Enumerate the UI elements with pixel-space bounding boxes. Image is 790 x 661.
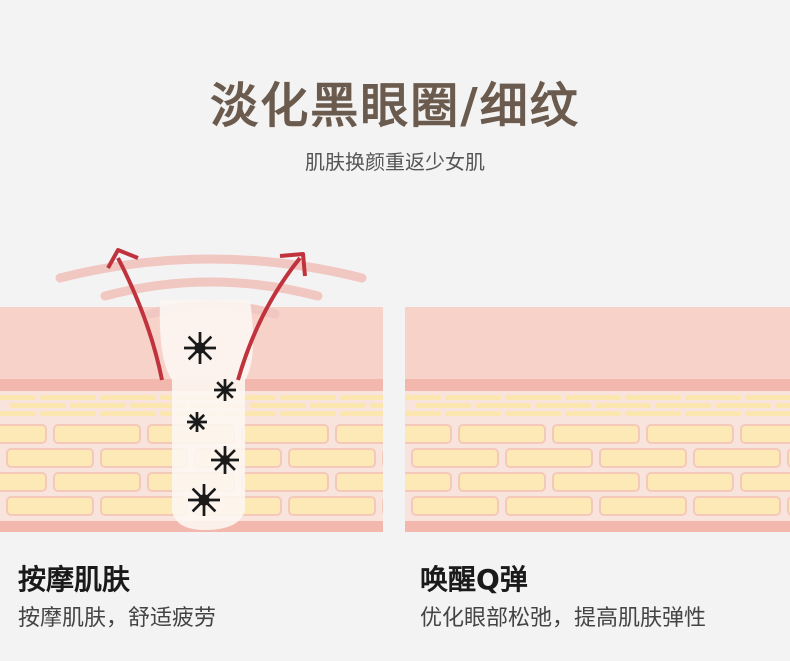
fat-cell bbox=[599, 496, 687, 516]
fat-cell bbox=[53, 472, 141, 492]
fat-cell bbox=[194, 496, 282, 516]
caption-massage-desc: 按摩肌肤，舒适疲劳 bbox=[18, 606, 217, 631]
fat-cell bbox=[693, 496, 781, 516]
fat-cell bbox=[693, 448, 781, 468]
caption-massage-title: 按摩肌肤 bbox=[18, 563, 131, 596]
fat-cell bbox=[411, 448, 499, 468]
fat-cell bbox=[0, 472, 47, 492]
skin-diagram-firming bbox=[405, 307, 790, 532]
fat-cell bbox=[194, 448, 282, 468]
skin-layers-left bbox=[0, 307, 383, 532]
fat-cell bbox=[405, 472, 452, 492]
fat-cell bbox=[100, 448, 188, 468]
fat-cell bbox=[740, 472, 790, 492]
fat-cell bbox=[505, 448, 593, 468]
page-subtitle: 肌肤换颜重返少女肌 bbox=[305, 150, 485, 174]
fat-cell bbox=[505, 496, 593, 516]
fat-cell bbox=[6, 496, 94, 516]
wave-icon bbox=[100, 277, 323, 301]
caption-firming-title: 唤醒Q弹 bbox=[420, 563, 528, 596]
fat-cell bbox=[458, 472, 546, 492]
page-title: 淡化黑眼圈/细纹 bbox=[210, 78, 580, 134]
fat-cell bbox=[552, 424, 640, 444]
fat-cell bbox=[552, 472, 640, 492]
fat-cell bbox=[241, 472, 329, 492]
skin-layers-right bbox=[405, 307, 790, 532]
fat-cell bbox=[53, 424, 141, 444]
fat-cell bbox=[288, 496, 376, 516]
fat-cell bbox=[6, 448, 94, 468]
fat-cell bbox=[411, 496, 499, 516]
fat-cell bbox=[147, 472, 235, 492]
fat-cell bbox=[740, 424, 790, 444]
fat-cell bbox=[458, 424, 546, 444]
wave-icon bbox=[55, 254, 367, 283]
fat-cell bbox=[100, 496, 188, 516]
fat-cell bbox=[241, 424, 329, 444]
fat-cell bbox=[0, 424, 47, 444]
fat-cell bbox=[599, 448, 687, 468]
fat-cell bbox=[405, 424, 452, 444]
fat-cell bbox=[646, 472, 734, 492]
fat-cell bbox=[646, 424, 734, 444]
caption-firming-desc: 优化眼部松弛，提高肌肤弹性 bbox=[420, 606, 707, 631]
fat-cell bbox=[335, 424, 383, 444]
fat-cell bbox=[288, 448, 376, 468]
fat-cell bbox=[335, 472, 383, 492]
skin-diagram-massage bbox=[0, 307, 383, 532]
fat-cell bbox=[147, 424, 235, 444]
